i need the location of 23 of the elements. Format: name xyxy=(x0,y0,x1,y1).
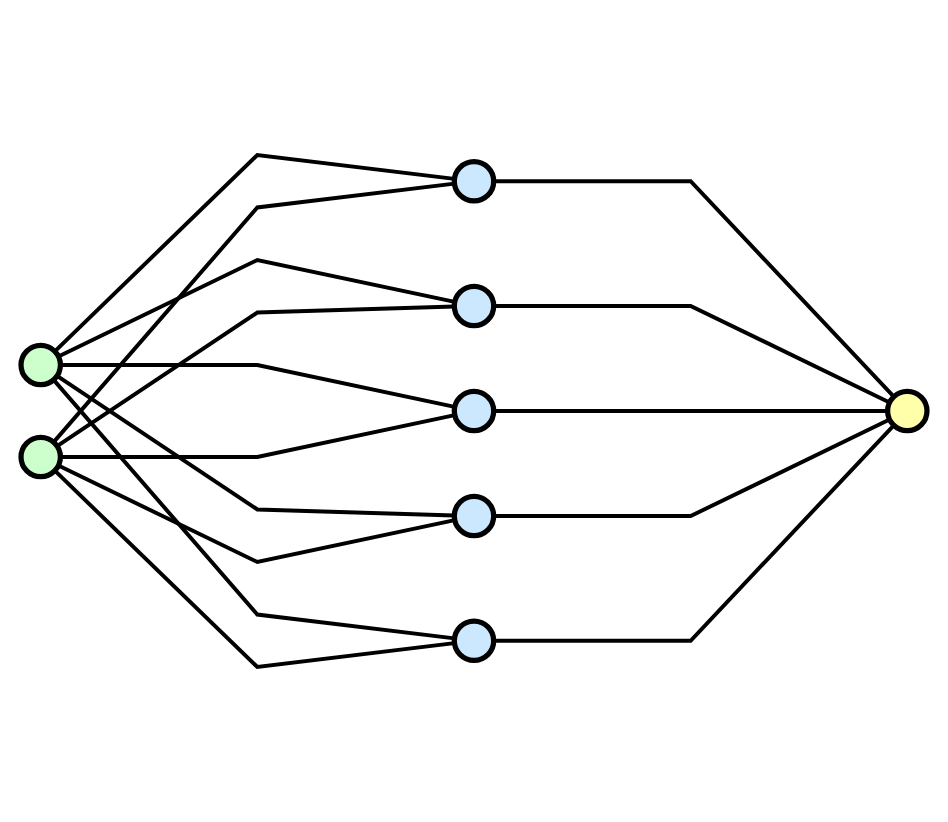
node-circle xyxy=(451,283,497,329)
connector xyxy=(57,463,456,565)
connector xyxy=(56,304,455,448)
node-circle xyxy=(884,388,930,434)
connector xyxy=(493,423,896,643)
connector xyxy=(52,378,455,641)
connector xyxy=(60,413,456,459)
connector xyxy=(493,304,891,405)
connector xyxy=(57,257,456,359)
connector xyxy=(493,417,891,518)
connector xyxy=(493,409,888,413)
node-circle xyxy=(451,158,497,204)
connector xyxy=(52,181,455,444)
node-circle xyxy=(451,618,497,664)
connector xyxy=(53,469,455,670)
connector xyxy=(56,374,455,518)
node-circle xyxy=(18,342,64,388)
node-circle xyxy=(451,493,497,539)
connector xyxy=(493,179,896,399)
node-circle xyxy=(451,388,497,434)
connector xyxy=(53,152,455,353)
node-circle xyxy=(18,434,64,480)
connector xyxy=(60,363,456,409)
